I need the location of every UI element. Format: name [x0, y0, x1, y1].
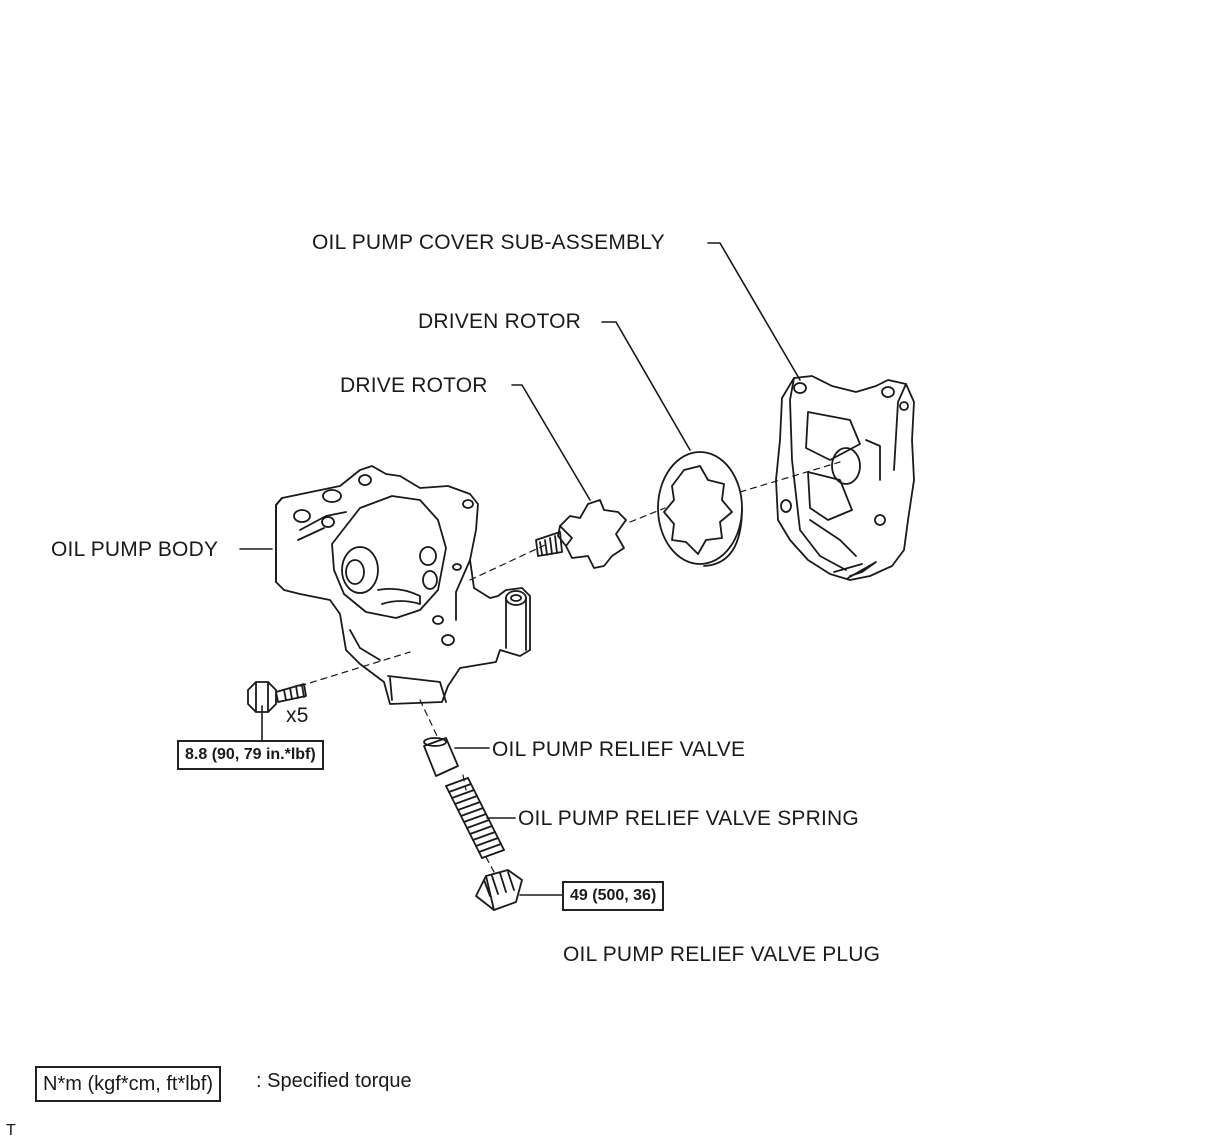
oil-pump-cover-drawing — [775, 375, 915, 581]
label-driven-rotor: DRIVEN ROTOR — [418, 310, 582, 333]
label-drive-rotor: DRIVE ROTOR — [340, 374, 488, 397]
label-bolt-quantity: x5 — [286, 704, 309, 727]
legend-description: : Specified torque — [256, 1070, 412, 1092]
drive-rotor-drawing — [535, 499, 627, 569]
relief-valve-plug-drawing — [475, 869, 523, 911]
torque-box-bolt: 8.8 (90, 79 in.*lbf) — [177, 740, 324, 770]
driven-rotor-drawing — [657, 451, 743, 567]
corner-mark: T — [6, 1122, 16, 1139]
label-oil-pump-body: OIL PUMP BODY — [51, 538, 219, 561]
oil-pump-body-drawing — [275, 465, 531, 705]
relief-valve-spring-drawing — [445, 777, 505, 859]
leader-lines — [239, 242, 801, 896]
bolt-drawing — [247, 681, 307, 713]
label-relief-valve: OIL PUMP RELIEF VALVE — [492, 738, 746, 761]
legend-torque-unit-box: N*m (kgf*cm, ft*lbf) — [35, 1066, 222, 1102]
assembly-axis-lines — [299, 461, 841, 873]
label-relief-valve-plug: OIL PUMP RELIEF VALVE PLUG — [563, 943, 881, 966]
relief-valve-drawing — [423, 737, 459, 777]
label-oil-pump-cover: OIL PUMP COVER SUB-ASSEMBLY — [312, 231, 665, 254]
torque-box-plug: 49 (500, 36) — [562, 881, 665, 911]
label-relief-valve-spring: OIL PUMP RELIEF VALVE SPRING — [518, 807, 859, 830]
